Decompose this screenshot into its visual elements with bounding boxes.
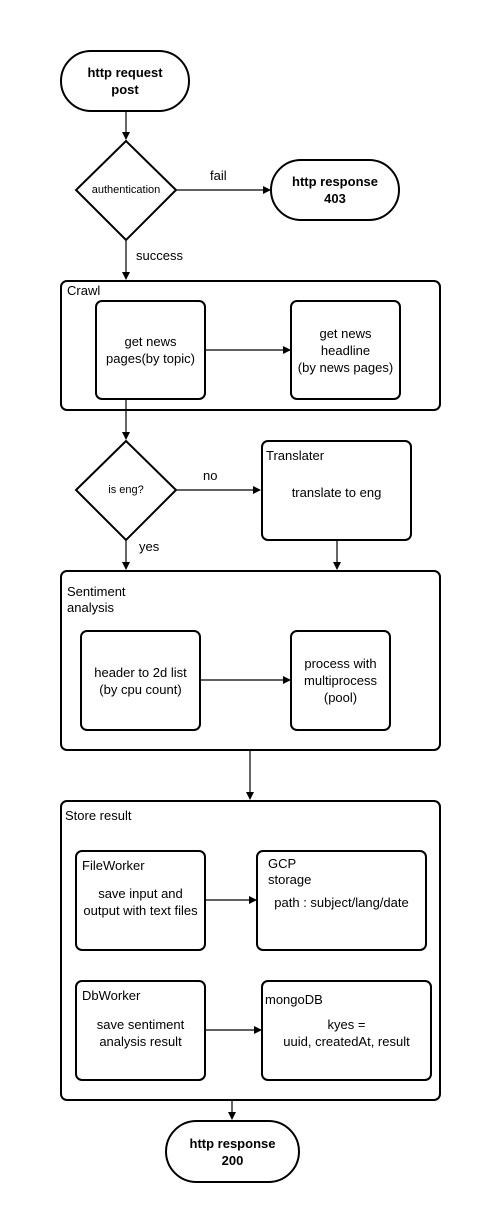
is-eng-diamond <box>74 439 178 542</box>
store-container <box>60 800 441 1101</box>
crawl-title: Crawl <box>67 283 101 298</box>
sentiment-container <box>60 570 441 751</box>
sentiment-title: Sentiment analysis <box>67 584 126 615</box>
response-403-terminal: http response 403 <box>270 159 400 221</box>
yes-label: yes <box>139 539 160 554</box>
start-terminal: http request post <box>60 50 190 112</box>
authentication-label: authentication <box>91 184 161 196</box>
success-label: success <box>136 248 183 263</box>
fileworker-title: FileWorker <box>82 858 145 873</box>
get-news-headline-box: get news headline (by news pages) <box>290 300 401 400</box>
dbworker-body: save sentiment analysis result <box>96 1017 185 1049</box>
crawl-container <box>60 280 441 411</box>
is-eng-label: is eng? <box>108 484 144 496</box>
mongodb-box <box>261 980 432 1081</box>
mongodb-title: mongoDB <box>265 992 323 1007</box>
gcp-storage-body: path : subject/lang/date <box>274 895 409 910</box>
gcp-storage-title: GCP storage <box>268 856 312 887</box>
translater-title: Translater <box>266 448 325 463</box>
dbworker-box <box>75 980 206 1081</box>
gcp-storage-box <box>256 850 427 951</box>
translater-box <box>261 440 412 541</box>
dbworker-title: DbWorker <box>82 988 141 1003</box>
mongodb-body: kyes = uuid, createdAt, result <box>283 1017 410 1049</box>
fail-label: fail <box>210 168 227 183</box>
get-news-pages-box: get news pages(by topic) <box>95 300 206 400</box>
store-title: Store result <box>65 808 132 823</box>
fileworker-box <box>75 850 206 951</box>
multiprocess-box: process with multiprocess (pool) <box>290 630 391 731</box>
header-to-list-box: header to 2d list (by cpu count) <box>80 630 201 731</box>
translater-body: translate to eng <box>291 485 382 500</box>
no-label: no <box>203 468 218 483</box>
authentication-diamond <box>74 139 178 242</box>
fileworker-body: save input and output with text files <box>83 886 198 918</box>
response-200-terminal: http response 200 <box>165 1120 300 1183</box>
